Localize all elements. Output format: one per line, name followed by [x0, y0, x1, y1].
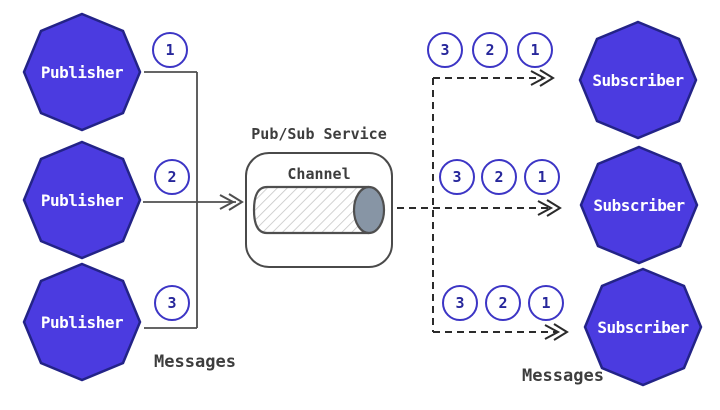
cylinder-cap	[352, 185, 386, 235]
sub2-message-2-badge: 2	[481, 159, 517, 195]
messages-label-right: Messages	[522, 366, 604, 386]
subscriber-3-label: Subscriber	[597, 317, 689, 337]
subscriber-2-arrowhead-icon	[537, 199, 562, 217]
publisher-2-node: Publisher	[22, 140, 142, 260]
octagon-shape	[22, 140, 142, 260]
publisher-3-label: Publisher	[40, 312, 124, 332]
sub1-message-1-badge: 1	[517, 32, 553, 68]
message-2-badge: 2	[154, 159, 190, 195]
channel-label: Channel	[287, 165, 351, 183]
octagon-shape	[578, 20, 698, 140]
subscriber-1-arrowhead-icon	[530, 69, 555, 87]
publisher-1-label: Publisher	[40, 62, 124, 82]
sub3-message-2-badge: 2	[485, 285, 521, 321]
publisher-2-label: Publisher	[40, 190, 124, 210]
sub1-message-2-badge: 2	[472, 32, 508, 68]
subscriber-1-node: Subscriber	[578, 20, 698, 140]
sub2-message-1-badge: 1	[524, 159, 560, 195]
octagon-shape	[579, 145, 699, 265]
sub3-message-1-badge: 1	[528, 285, 564, 321]
octagon-shape	[22, 262, 142, 382]
octagon-shape	[583, 267, 703, 387]
service-arrowhead-icon	[219, 193, 244, 211]
channel-cylinder	[252, 185, 386, 235]
publisher-3-node: Publisher	[22, 262, 142, 382]
message-1-badge: 1	[152, 32, 188, 68]
subscriber-2-label: Subscriber	[593, 195, 685, 215]
subscriber-3-node: Subscriber	[583, 267, 703, 387]
subscriber-3-arrowhead-icon	[544, 323, 569, 341]
publisher-1-node: Publisher	[22, 12, 142, 132]
subscriber-2-node: Subscriber	[579, 145, 699, 265]
sub3-message-3-badge: 3	[442, 285, 478, 321]
messages-label-left: Messages	[154, 352, 236, 372]
message-3-badge: 3	[154, 285, 190, 321]
subscriber-1-label: Subscriber	[592, 70, 684, 90]
sub1-message-3-badge: 3	[427, 32, 463, 68]
service-title: Pub/Sub Service	[251, 125, 387, 143]
pubsub-service-box: Channel	[245, 152, 393, 268]
sub2-message-3-badge: 3	[439, 159, 475, 195]
octagon-shape	[22, 12, 142, 132]
